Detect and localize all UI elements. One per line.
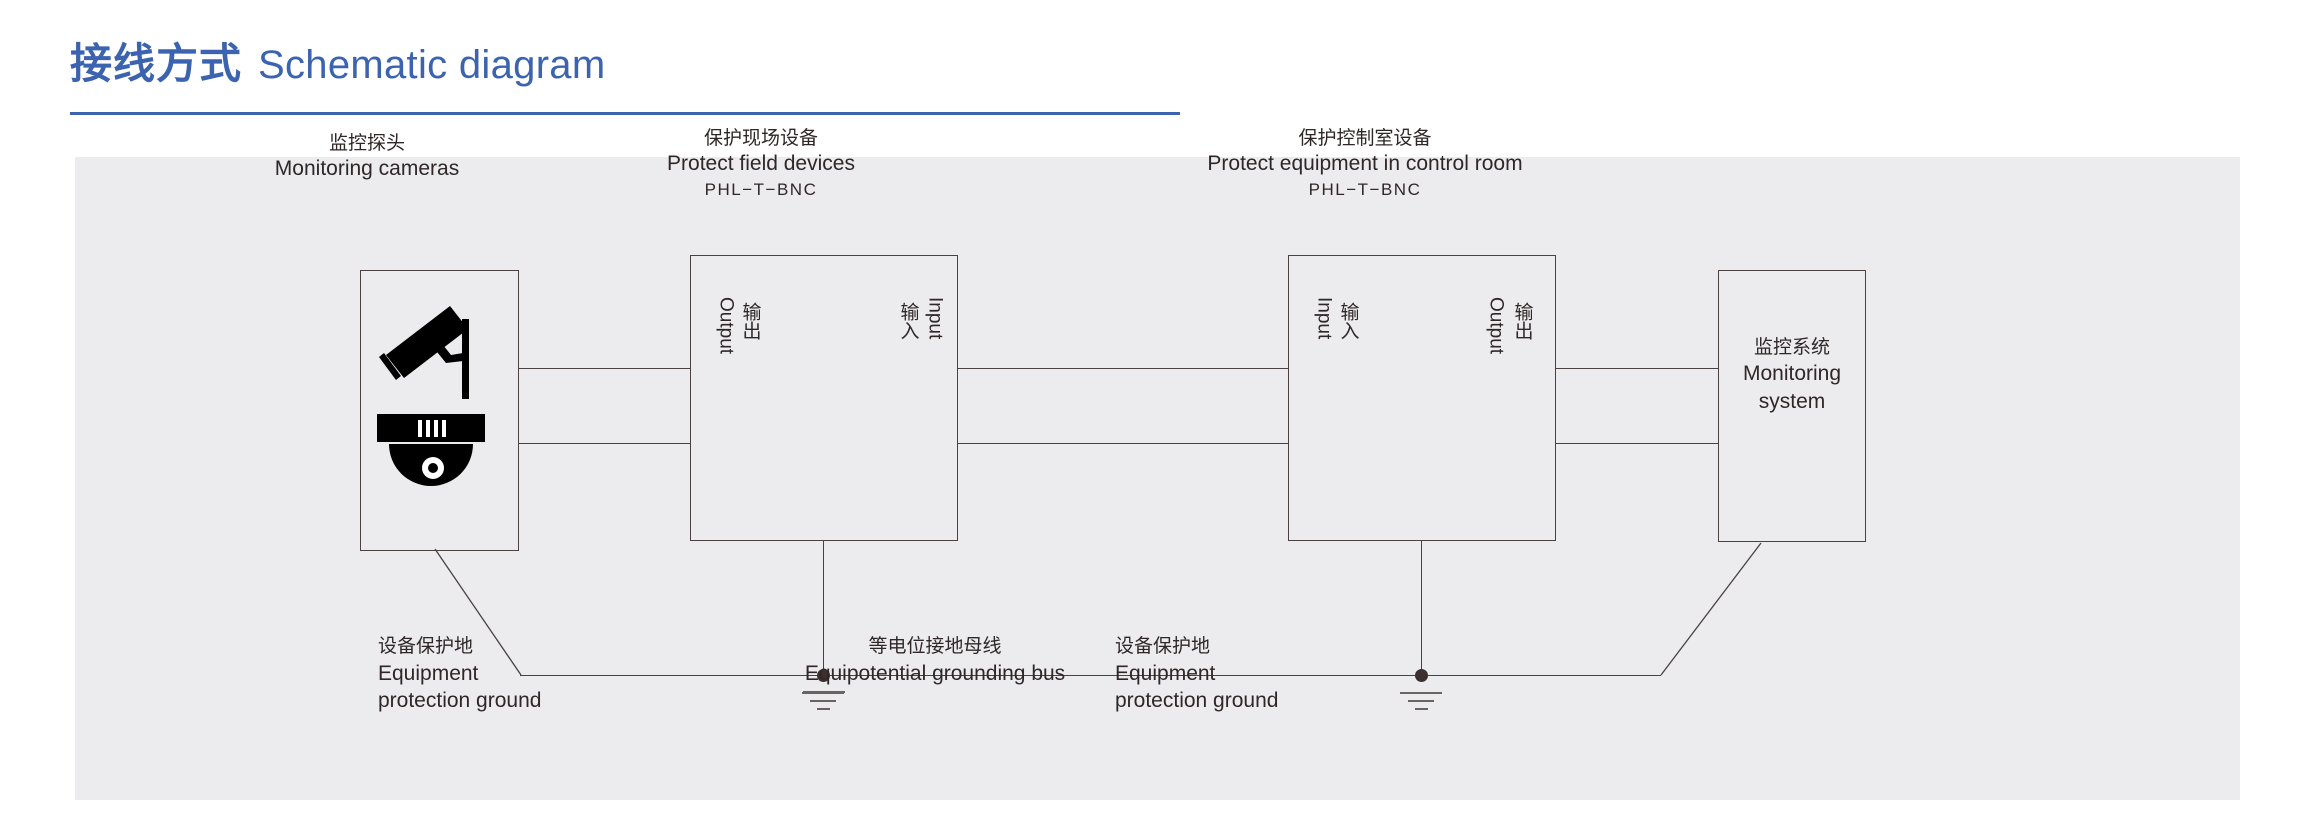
caption-monitoring-cameras-en: Monitoring cameras bbox=[274, 156, 460, 180]
label-right-equipment-ground-cn: 设备保护地 bbox=[1115, 636, 1211, 657]
label-left-equipment-ground: 设备保护地 Equipment protection ground bbox=[378, 635, 541, 714]
port-field-output-en: Output bbox=[715, 297, 737, 355]
label-monitoring-system-cn: 监控系统 bbox=[1753, 337, 1830, 358]
label-monitoring-system: 监控系统 Monitoring system bbox=[1718, 335, 1866, 416]
port-control-output-en: Output bbox=[1485, 297, 1507, 355]
port-control-output-cn: 输出 bbox=[1511, 302, 1533, 340]
wire-camera-to-field-top bbox=[519, 368, 691, 369]
caption-protect-field-devices: 保护现场设备 Protect field devices PHL−T−BNC bbox=[631, 127, 891, 201]
wire-control-to-monitoring-bottom bbox=[1556, 443, 1719, 444]
block-field-protector bbox=[690, 255, 958, 541]
title-underline-rule bbox=[70, 112, 1180, 115]
caption-protect-control-room-en: Protect equipment in control room bbox=[1207, 151, 1523, 175]
label-monitoring-system-en-2: system bbox=[1758, 390, 1826, 414]
port-label-field-protector-input-cn: 输入 bbox=[893, 302, 922, 340]
leader-line-left-equipment-ground bbox=[434, 548, 522, 676]
schematic-diagram-panel: 监控探头 Monitoring cameras 保护现场设备 Protect f… bbox=[75, 128, 2240, 800]
model-label-control-room-protector: PHL−T−BNC bbox=[1308, 180, 1422, 200]
port-field-input-cn: 输入 bbox=[897, 302, 919, 340]
earth-symbol-bar1-right bbox=[1400, 692, 1442, 694]
wire-camera-to-field-bottom bbox=[519, 443, 691, 444]
page-header: 接线方式 Schematic diagram bbox=[0, 0, 2316, 125]
caption-protect-control-room-cn: 保护控制室设备 bbox=[1298, 128, 1432, 149]
label-left-equipment-ground-en-1: Equipment bbox=[378, 661, 479, 685]
caption-protect-field-devices-en: Protect field devices bbox=[667, 151, 855, 175]
label-equipotential-bus-en: Equipotential grounding bus bbox=[804, 661, 1066, 685]
port-label-field-protector-input: Input bbox=[920, 297, 949, 339]
port-control-input-cn: 输入 bbox=[1337, 302, 1359, 340]
caption-monitoring-cameras-cn: 监控探头 bbox=[328, 133, 405, 154]
page-title-cn: 接线方式 bbox=[70, 40, 243, 87]
port-control-input-en: Input bbox=[1313, 297, 1335, 340]
junction-dot-left-ground bbox=[817, 669, 830, 682]
earth-symbol-bar3-left bbox=[817, 708, 830, 710]
label-right-equipment-ground-en-2: protection ground bbox=[1115, 688, 1279, 712]
label-equipotential-bus-cn: 等电位接地母线 bbox=[868, 636, 1002, 657]
block-control-room-protector bbox=[1288, 255, 1556, 541]
earth-symbol-bar1-left bbox=[802, 692, 844, 694]
bullet-camera-icon bbox=[379, 306, 469, 399]
label-equipotential-grounding-bus: 等电位接地母线 Equipotential grounding bus bbox=[585, 635, 1285, 687]
page-title-en: Schematic diagram bbox=[258, 43, 606, 87]
wire-control-to-monitoring-top bbox=[1556, 368, 1719, 369]
caption-protect-field-devices-cn: 保护现场设备 bbox=[703, 128, 818, 149]
equipotential-grounding-bus-line bbox=[520, 675, 1661, 676]
block-monitoring-cameras bbox=[360, 270, 519, 551]
block-monitoring-system bbox=[1718, 270, 1866, 542]
caption-monitoring-cameras: 监控探头 Monitoring cameras bbox=[217, 132, 517, 182]
model-label-field-protector: PHL−T−BNC bbox=[704, 180, 818, 200]
port-label-control-room-input: Input bbox=[1309, 297, 1338, 339]
page-title: 接线方式 Schematic diagram bbox=[70, 30, 605, 91]
ground-drop-field-protector bbox=[823, 541, 824, 675]
label-right-equipment-ground-en-1: Equipment bbox=[1115, 661, 1216, 685]
earth-symbol-bar2-left bbox=[810, 700, 836, 702]
junction-dot-right-ground bbox=[1415, 669, 1428, 682]
dome-camera-icon bbox=[377, 414, 485, 486]
earth-symbol-bar2-right bbox=[1408, 700, 1434, 702]
port-label-control-room-output: Output bbox=[1481, 297, 1510, 354]
label-right-equipment-ground: 设备保护地 Equipment protection ground bbox=[1115, 635, 1278, 714]
leader-line-right-equipment-ground bbox=[1660, 542, 1762, 676]
label-left-equipment-ground-cn: 设备保护地 bbox=[378, 636, 474, 657]
earth-symbol-bar3-right bbox=[1415, 708, 1428, 710]
ground-drop-control-protector bbox=[1421, 541, 1422, 675]
port-field-output-cn: 输出 bbox=[739, 302, 761, 340]
wire-field-to-control-bottom bbox=[958, 443, 1289, 444]
label-left-equipment-ground-en-2: protection ground bbox=[378, 688, 542, 712]
port-label-control-room-input-cn: 输入 bbox=[1333, 302, 1362, 340]
port-label-control-room-output-cn: 输出 bbox=[1507, 302, 1536, 340]
port-label-field-protector-output: Output bbox=[711, 297, 740, 354]
port-label-field-protector-output-cn: 输出 bbox=[735, 302, 764, 340]
port-field-input-en: Input bbox=[924, 297, 946, 340]
wire-field-to-control-top bbox=[958, 368, 1289, 369]
label-monitoring-system-en-1: Monitoring bbox=[1742, 362, 1842, 386]
caption-protect-control-room: 保护控制室设备 Protect equipment in control roo… bbox=[1135, 127, 1595, 201]
